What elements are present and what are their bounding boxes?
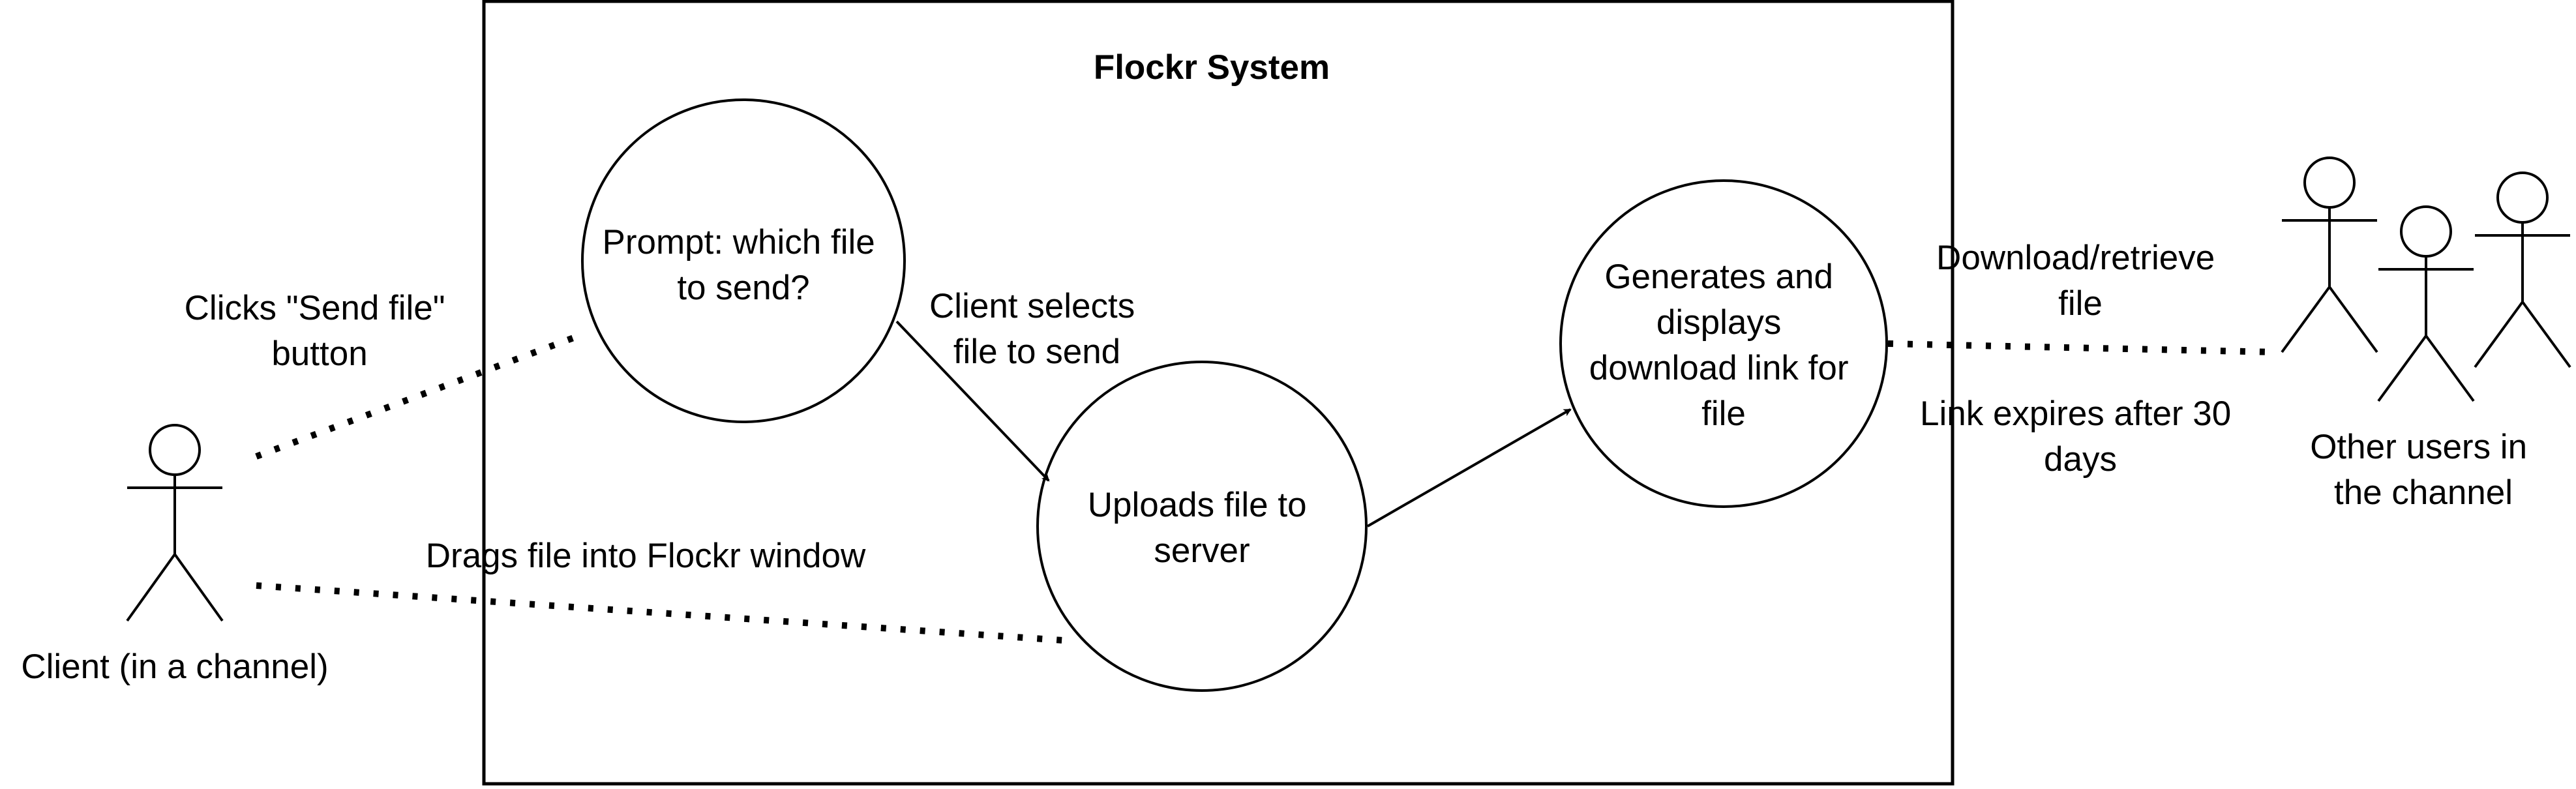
edge-label-client-selects: Client selects file to send — [929, 287, 1145, 371]
client-actor — [126, 424, 224, 622]
use-case-prompt-label: Prompt: which file to send? — [603, 223, 885, 307]
other-user-3-right-leg — [2521, 301, 2571, 368]
use-case-upload-label: Uploads file to server — [1088, 486, 1317, 570]
client-actor-label: Client (in a channel) — [21, 648, 328, 686]
use-case-generate-link — [1559, 179, 1888, 508]
edge-label-drags-file: Drags file into Flockr window — [426, 537, 866, 575]
other-user-2-head — [2400, 205, 2452, 258]
flow-arrow-prompt-to-upload — [895, 320, 1050, 482]
edge-label-clicks-send: Clicks "Send file" button — [185, 289, 455, 373]
use-case-generate-link-label: Generates and displays download link for… — [1589, 258, 1858, 433]
use-case-prompt — [581, 98, 906, 423]
other-user-3-head — [2496, 171, 2549, 224]
association-client-upload — [256, 582, 1073, 644]
other-users-label: Other users in the channel — [2310, 428, 2537, 512]
edge-label-download: Download/retrieve file — [1936, 239, 2224, 323]
other-user-actor-2 — [2377, 205, 2475, 402]
flow-arrow-upload-to-generate — [1367, 408, 1572, 528]
other-user-1-right-leg — [2328, 286, 2378, 353]
association-generate-others — [1887, 340, 2277, 355]
other-user-2-left-leg — [2377, 335, 2427, 402]
use-case-upload — [1036, 361, 1368, 692]
system-title: Flockr System — [1094, 48, 1330, 87]
client-actor-head — [149, 424, 201, 476]
other-user-1-head — [2303, 156, 2356, 209]
other-user-actor-1 — [2281, 156, 2378, 353]
client-actor-left-leg — [126, 553, 176, 622]
other-user-1-left-leg — [2281, 286, 2331, 353]
client-actor-right-leg — [173, 553, 224, 622]
other-user-3-left-leg — [2474, 301, 2524, 368]
edge-label-link-expires: Link expires after 30 days — [1920, 394, 2241, 479]
other-user-2-right-leg — [2425, 335, 2475, 402]
other-user-actor-3 — [2474, 171, 2571, 368]
system-boundary — [482, 0, 1954, 786]
